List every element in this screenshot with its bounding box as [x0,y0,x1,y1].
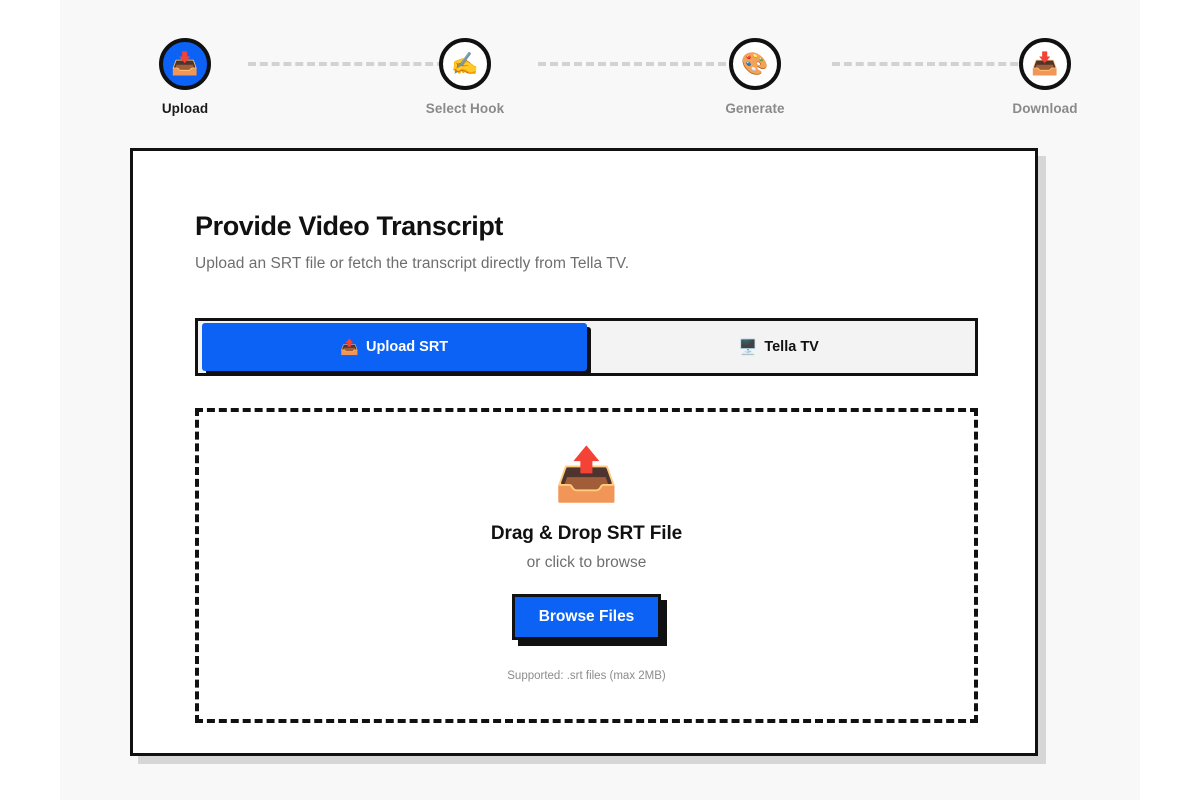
step-upload-bubble: 📥 [159,38,211,90]
writing-hand-icon: ✍️ [451,51,479,76]
inbox-tray-icon: 📥 [171,51,199,76]
dropzone-subtitle: or click to browse [526,554,647,571]
stepper-step-select-hook[interactable]: ✍️ Select Hook [400,38,530,116]
dropzone-title: Drag & Drop SRT File [490,523,683,544]
outbox-tray-icon: 📤 [554,446,619,504]
file-dropzone[interactable]: 📤 Drag & Drop SRT File or click to brows… [195,408,978,723]
artist-palette-icon: 🎨 [741,51,769,76]
progress-stepper: 📥 Upload ✍️ Select Hook 🎨 Generate 📥 Dow… [120,38,1080,128]
stepper-connector-1 [248,62,445,66]
page-title: Provide Video Transcript [195,211,504,241]
step-generate-label: Generate [725,101,785,116]
step-download-bubble: 📥 [1019,38,1071,90]
card-content: Provide Video Transcript Upload an SRT f… [133,151,1035,723]
tab-upload-srt-label: Upload SRT [366,339,449,355]
step-upload-label: Upload [161,101,209,116]
desktop-computer-icon: 🖥️ [738,338,758,356]
stepper-connector-3 [832,62,1030,66]
main-card: Provide Video Transcript Upload an SRT f… [130,148,1038,756]
stepper-step-upload[interactable]: 📥 Upload [120,38,250,116]
tab-tella-tv-label: Tella TV [764,339,819,355]
stepper-step-download[interactable]: 📥 Download [980,38,1110,116]
dropzone-support-note: Supported: .srt files (max 2MB) [507,670,666,682]
step-download-label: Download [1012,101,1078,116]
step-select-hook-label: Select Hook [425,101,505,116]
source-tab-switcher: 📤 Upload SRT 🖥️ Tella TV [195,318,978,376]
stepper-step-generate[interactable]: 🎨 Generate [690,38,820,116]
step-select-hook-bubble: ✍️ [439,38,491,90]
page-subtitle: Upload an SRT file or fetch the transcri… [195,255,630,272]
tab-tella-tv[interactable]: 🖥️ Tella TV [587,323,972,371]
browse-files-button[interactable]: Browse Files [511,594,662,640]
app-root: 📥 Upload ✍️ Select Hook 🎨 Generate 📥 Dow… [60,0,1140,800]
stepper-connector-2 [538,62,738,66]
step-generate-bubble: 🎨 [729,38,781,90]
tab-upload-srt[interactable]: 📤 Upload SRT [202,323,587,371]
outbox-tray-icon: 📤 [340,338,359,356]
inbox-tray-icon: 📥 [1031,51,1059,76]
